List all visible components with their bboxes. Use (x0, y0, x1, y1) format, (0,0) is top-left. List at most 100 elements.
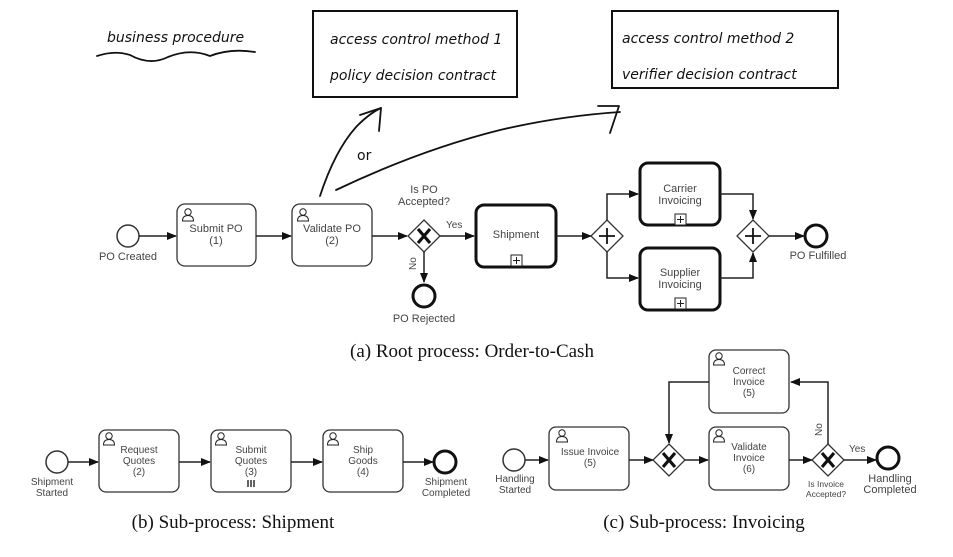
method-2-subtitle: verifier decision contract (622, 67, 797, 83)
issue-invoice-label: Issue Invoice (561, 447, 620, 458)
exclusive-gateway-po-accepted[interactable] (407, 219, 441, 253)
method-2-title: access control method 2 (622, 31, 794, 47)
flow-split-to-carrier (606, 190, 639, 220)
end-event-po-rejected[interactable] (411, 283, 437, 309)
task-validate-invoice[interactable]: Validate Invoice (6) (708, 426, 790, 491)
task-validate-po[interactable]: Validate PO (2) (291, 203, 373, 267)
start-event-handling-started[interactable] (502, 448, 526, 472)
access-control-method-2-box: access control method 2 verifier decisio… (611, 10, 839, 89)
task-ship-goods[interactable]: Ship Goods (4) (322, 429, 404, 493)
flow-no-to-correct (790, 378, 829, 444)
flow-carrier-to-join (720, 193, 757, 220)
invoice-question-line2: Accepted? (806, 489, 846, 499)
carrier-line1: Carrier (663, 183, 697, 195)
caption-invoicing: (c) Sub-process: Invoicing (603, 512, 805, 533)
request-quotes-line1: Request (120, 445, 157, 456)
supplier-line1: Supplier (660, 267, 701, 279)
parallel-gateway-join[interactable] (736, 219, 770, 253)
business-procedure-label: business procedure (107, 30, 244, 46)
carrier-line2: Invoicing (658, 195, 701, 207)
exclusive-gateway-merge[interactable] (652, 443, 686, 477)
start-event-po-created[interactable] (116, 224, 140, 248)
validate-po-label: Validate PO (303, 223, 361, 235)
no-label: No (408, 257, 419, 270)
submit-po-label: Submit PO (189, 223, 243, 235)
shipment-subprocess: Shipment Started Request Quotes (2) Subm… (31, 429, 470, 533)
shipment-completed-line2: Completed (422, 488, 470, 499)
handling-completed-line1: Handling (868, 473, 911, 485)
root-process: PO Created Submit PO (1) Validate PO (2)… (99, 161, 847, 362)
correct-invoice-number: (5) (743, 388, 755, 399)
po-rejected-label: PO Rejected (393, 313, 455, 325)
expand-icon (510, 254, 523, 267)
flow-correct-to-merge (665, 381, 709, 444)
po-fulfilled-label: PO Fulfilled (790, 250, 847, 262)
method-1-frame (312, 10, 518, 98)
yes-label: Yes (446, 220, 462, 231)
method-1-title: access control method 1 (330, 32, 502, 48)
correct-invoice-line2: Invoice (733, 377, 765, 388)
gateway-question-line1: Is PO (410, 184, 438, 196)
flow-supplier-to-join (720, 252, 757, 279)
arrow-to-method-1 (319, 107, 382, 197)
subprocess-shipment[interactable]: Shipment (474, 203, 558, 269)
submit-quotes-line1: Submit (235, 445, 266, 456)
arrow-to-method-2 (335, 111, 621, 191)
validate-invoice-number: (6) (743, 464, 755, 475)
shipment-started-line1: Shipment (31, 477, 73, 488)
caption-root-process: (a) Root process: Order-to-Cash (350, 341, 594, 362)
plus-icon (745, 228, 761, 244)
shipment-completed-line1: Shipment (425, 477, 467, 488)
invoicing-subprocess: Handling Started Issue Invoice (5) Valid… (495, 349, 917, 533)
method-1-subtitle: policy decision contract (329, 68, 496, 84)
subprocess-supplier-invoicing[interactable]: Supplier Invoicing (638, 246, 722, 312)
submit-quotes-number: (3) (245, 467, 257, 478)
task-request-quotes[interactable]: Request Quotes (2) (98, 429, 180, 493)
end-event-handling-completed[interactable] (875, 445, 901, 471)
end-event-shipment-completed[interactable] (432, 449, 458, 475)
end-event-po-fulfilled[interactable] (803, 223, 829, 249)
method-2-frame (611, 10, 839, 89)
shipment-label: Shipment (493, 229, 539, 241)
task-correct-invoice[interactable]: Correct Invoice (5) (708, 349, 790, 414)
issue-invoice-number: (5) (584, 458, 596, 469)
flow-split-to-supplier (606, 252, 639, 282)
handling-completed-line2: Completed (863, 484, 916, 496)
validate-invoice-line1: Validate (731, 442, 767, 453)
squiggle-underline (96, 49, 256, 62)
request-quotes-line2: Quotes (123, 456, 155, 467)
request-quotes-number: (2) (133, 467, 145, 478)
submit-po-number: (1) (209, 235, 222, 247)
ship-goods-line1: Ship (353, 445, 373, 456)
ship-goods-number: (4) (357, 467, 369, 478)
task-submit-po[interactable]: Submit PO (1) (176, 203, 257, 267)
arrowhead-method-2 (597, 105, 620, 134)
expand-icon (674, 297, 687, 310)
access-control-method-1-box: access control method 1 policy decision … (312, 10, 518, 98)
caption-shipment: (b) Sub-process: Shipment (132, 512, 335, 533)
correct-invoice-line1: Correct (733, 366, 766, 377)
handling-started-line1: Handling (495, 474, 534, 485)
handling-started-line2: Started (499, 485, 531, 496)
shipment-started-line2: Started (36, 488, 68, 499)
x-icon (416, 227, 432, 245)
arrowhead-method-1 (359, 107, 382, 132)
po-created-label: PO Created (99, 251, 157, 263)
task-submit-quotes[interactable]: Submit Quotes (3) (210, 429, 292, 493)
x-icon (820, 451, 836, 469)
or-label: or (357, 148, 372, 164)
gateway-question-line2: Accepted? (398, 196, 450, 208)
supplier-line2: Invoicing (658, 279, 701, 291)
yes-label: Yes (849, 444, 865, 455)
subprocess-carrier-invoicing[interactable]: Carrier Invoicing (638, 161, 722, 227)
validate-po-number: (2) (325, 235, 338, 247)
parallel-gateway-split[interactable] (590, 219, 624, 253)
exclusive-gateway-invoice-accepted[interactable] (811, 443, 845, 477)
expand-icon (674, 213, 687, 226)
validate-invoice-line2: Invoice (733, 453, 765, 464)
plus-icon (599, 228, 615, 244)
invoice-question-line1: Is Invoice (808, 479, 844, 489)
task-issue-invoice[interactable]: Issue Invoice (5) (548, 426, 630, 491)
start-event-shipment-started[interactable] (45, 450, 69, 474)
